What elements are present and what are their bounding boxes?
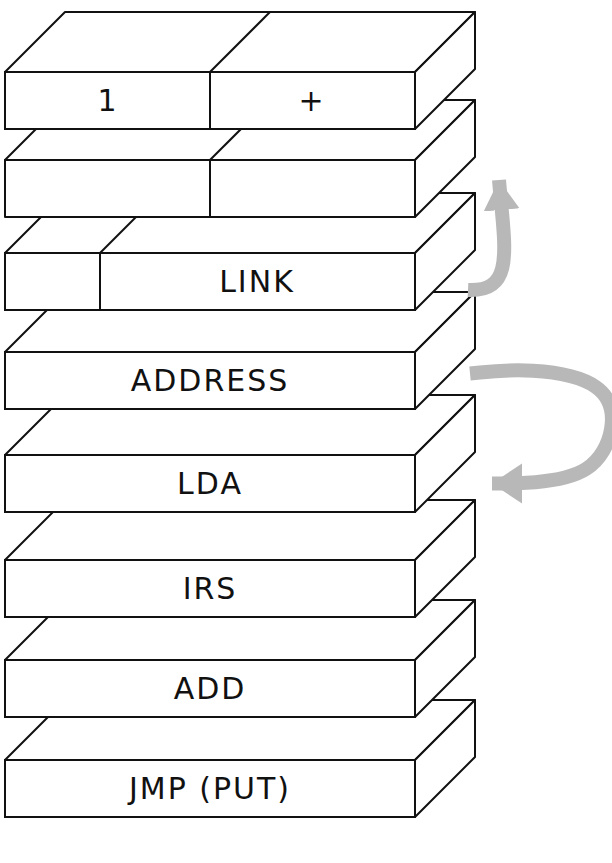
slab xyxy=(5,12,475,129)
memory-word-box: LDA xyxy=(4,454,416,513)
word-label: ADD xyxy=(174,661,247,716)
slab-bodies xyxy=(5,12,475,817)
flow-arrow xyxy=(470,370,612,483)
memory-word-box: JMP (PUT) xyxy=(4,759,416,818)
word-label: IRS xyxy=(183,561,238,616)
memory-word-box: ADD xyxy=(4,659,416,718)
slab xyxy=(5,500,475,617)
word-label: JMP (PUT) xyxy=(129,761,291,816)
link-arrow xyxy=(468,180,504,290)
memory-word-box: 1+ xyxy=(4,71,416,130)
word-label: + xyxy=(210,73,414,128)
word-label: LINK xyxy=(100,254,414,309)
word-label: 1 xyxy=(6,73,210,128)
slab xyxy=(5,395,475,512)
word-label: ADDRESS xyxy=(131,353,290,408)
word-label: LDA xyxy=(177,456,243,511)
memory-word-box: IRS xyxy=(4,559,416,618)
memory-word-box: ADDRESS xyxy=(4,351,416,410)
memory-word-box: LINK xyxy=(4,252,416,311)
